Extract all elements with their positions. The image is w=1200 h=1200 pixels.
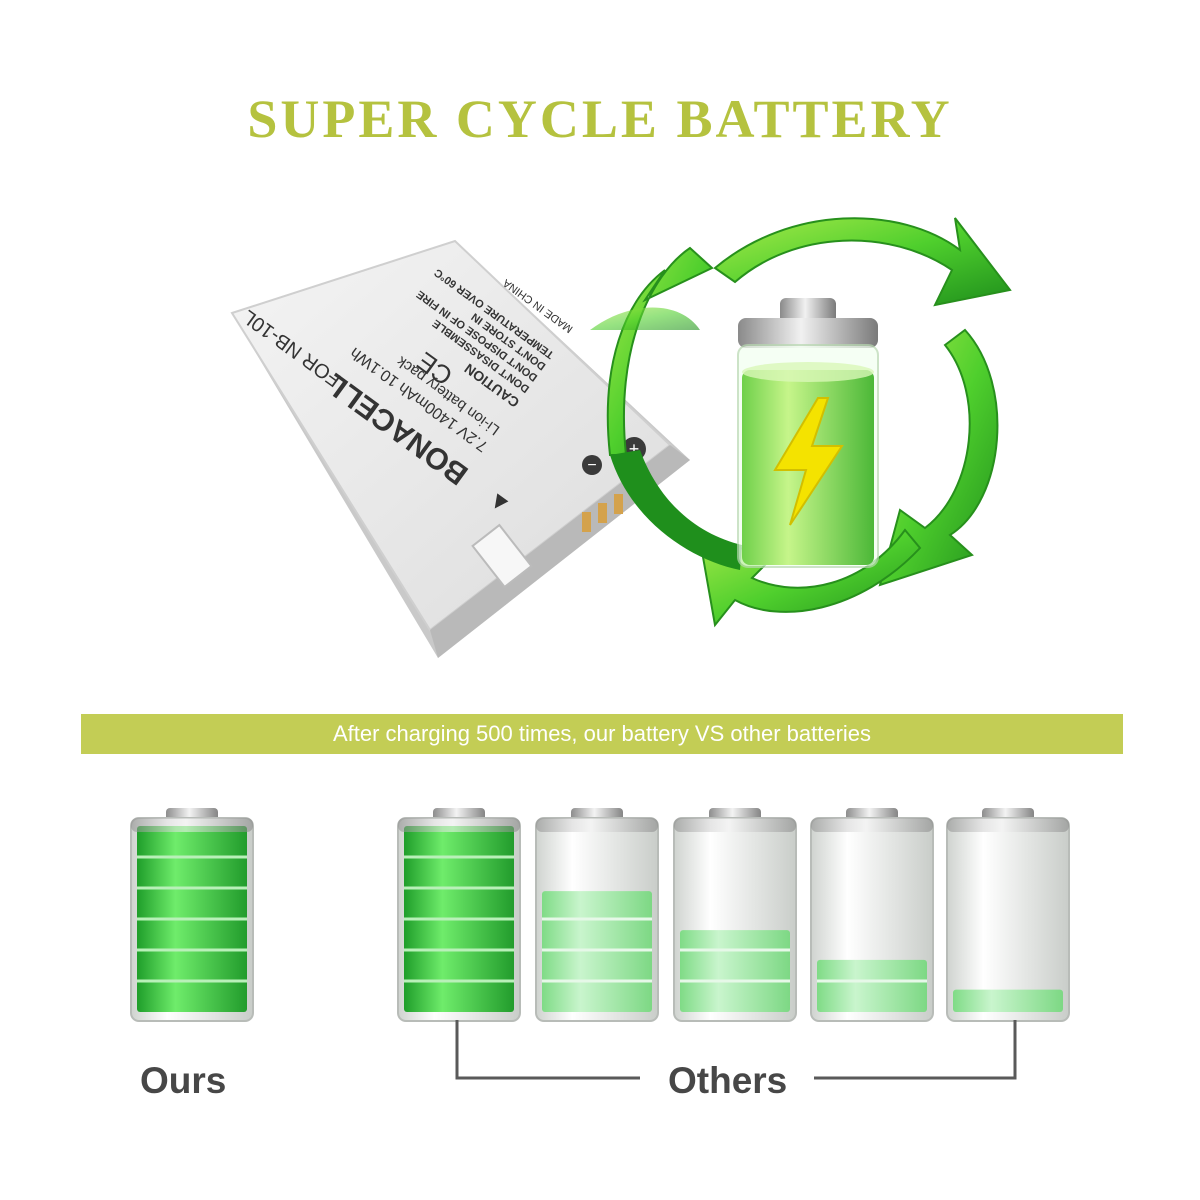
battery-top-rim — [674, 818, 796, 832]
battery-top-rim — [398, 818, 520, 832]
headline: SUPER CYCLE BATTERY — [247, 89, 953, 149]
charge-fill — [680, 930, 790, 1012]
battery-others-5 — [946, 808, 1070, 1022]
battery-top-rim — [811, 818, 933, 832]
battery-latch — [471, 523, 533, 589]
others-bracket — [455, 1020, 1017, 1080]
lightning-bolt-icon — [773, 397, 844, 526]
hero-illustration: BONACELL FOR NB-10L 7.2V 1400mAh 10.1Wh … — [230, 217, 1012, 658]
battery-ours — [130, 808, 254, 1022]
label-ours: Ours — [140, 1060, 227, 1101]
battery-top-rim — [947, 818, 1069, 832]
minus-terminal-symbol: − — [587, 457, 596, 474]
battery-others-1 — [397, 808, 521, 1022]
battery-others-3 — [673, 808, 797, 1022]
battery-top-rim — [131, 818, 253, 832]
comparison-banner: After charging 500 times, our battery VS… — [81, 714, 1123, 754]
battery-lightning-icon — [737, 298, 879, 568]
battery-others-4 — [810, 808, 934, 1022]
plus-terminal-symbol: + — [629, 439, 640, 459]
charge-fill — [542, 891, 652, 1012]
charge-fill — [817, 959, 927, 1012]
battery-others-2 — [535, 808, 659, 1022]
battery-contacts — [582, 494, 623, 532]
label-others: Others — [668, 1060, 788, 1101]
charge-fill — [953, 989, 1063, 1012]
battery-top-rim — [536, 818, 658, 832]
